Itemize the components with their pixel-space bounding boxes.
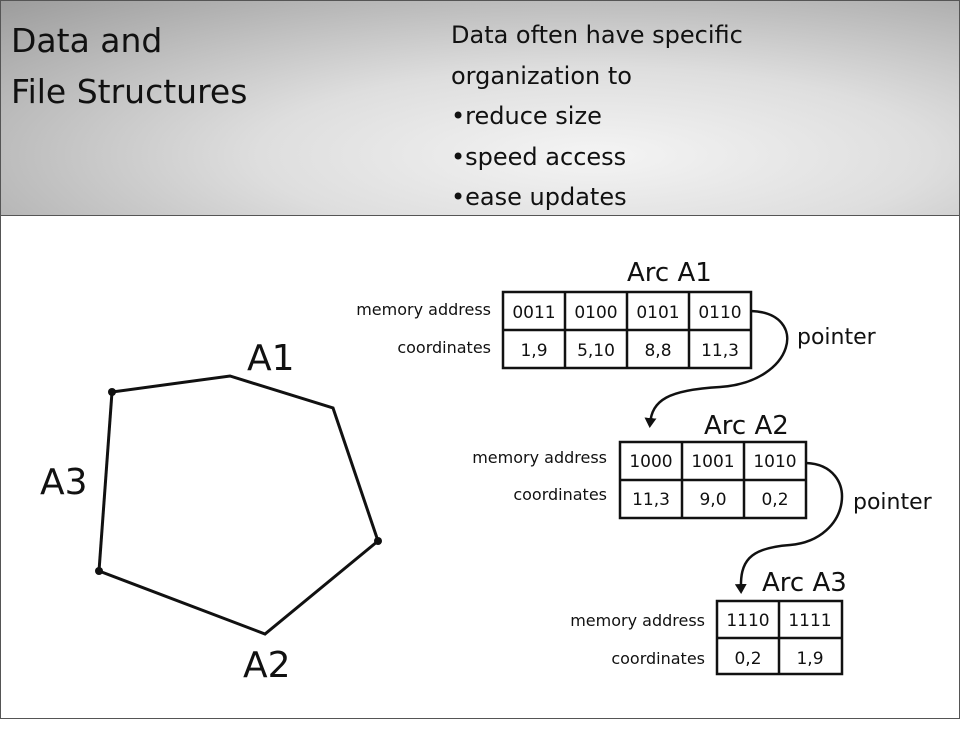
arc-a3-memory-label: memory address	[570, 611, 705, 630]
arc-a2-address-cell: 1001	[691, 452, 734, 472]
arc-a3-address-cell: 1111	[788, 611, 831, 631]
polygon-label-a3: A3	[40, 462, 88, 503]
arc-a2-address-cell: 1000	[629, 452, 672, 472]
title-line-1: Data and	[11, 21, 163, 60]
intro-line-2: organization to	[451, 61, 632, 90]
arc-a3-table	[715, 599, 844, 676]
bullet-reduce-size: •reduce size	[451, 102, 602, 130]
arc-a3-address-cell: 1110	[726, 611, 769, 631]
arc-a1-address-cell: 0011	[512, 303, 555, 323]
slide-title: Data and File Structures	[11, 15, 247, 117]
arc-a1-coords-label: coordinates	[397, 338, 491, 357]
polygon-label-a2: A2	[243, 645, 291, 686]
polygon-label-a1: A1	[247, 338, 295, 379]
bullet-ease-updates: •ease updates	[451, 183, 627, 211]
slide-header: Data and File Structures Data often have…	[0, 0, 960, 216]
arc-a2-coords-label: coordinates	[513, 485, 607, 504]
pointer-label-1: pointer	[797, 325, 877, 350]
diagram-panel	[0, 216, 960, 719]
arc-a2-coord-cell: 11,3	[632, 490, 670, 510]
arc-a2-memory-label: memory address	[472, 448, 607, 467]
arc-a1-coord-cell: 11,3	[701, 341, 739, 361]
arc-a2-coord-cell: 0,2	[761, 490, 788, 510]
pointer-label-2: pointer	[853, 490, 933, 515]
arc-a1-address-cell: 0100	[574, 303, 617, 323]
intro-text: Data often have specific organization to…	[451, 15, 743, 218]
pointer-arrow-1	[644, 309, 789, 428]
intro-line-1: Data often have specific	[451, 21, 743, 49]
node-point	[374, 537, 382, 545]
arc-a2-table	[618, 440, 808, 520]
arc-a3-coord-cell: 1,9	[796, 649, 823, 669]
arc-a3-title: Arc A3	[762, 568, 847, 598]
pointer-arrow-2	[734, 461, 844, 594]
polygon-shape	[97, 374, 380, 636]
title-line-2: File Structures	[11, 72, 248, 111]
arc-a3-coords-label: coordinates	[611, 649, 705, 668]
arc-a1-table	[501, 290, 753, 370]
arc-a1-coord-cell: 5,10	[577, 341, 615, 361]
arc-a1-coord-cell: 1,9	[520, 341, 547, 361]
arc-a1-line	[111, 374, 380, 542]
node-point	[108, 388, 116, 396]
arc-a2-coord-cell: 9,0	[699, 490, 726, 510]
arc-a1-memory-label: memory address	[356, 300, 491, 319]
arc-a2-address-cell: 1010	[753, 452, 796, 472]
arc-a2-line	[98, 539, 379, 636]
arc-a1-coord-cell: 8,8	[644, 341, 671, 361]
arc-a1-address-cell: 0101	[636, 303, 679, 323]
node-point	[95, 567, 103, 575]
arc-a3-coord-cell: 0,2	[734, 649, 761, 669]
bullet-speed-access: •speed access	[451, 142, 627, 171]
arc-a2-title: Arc A2	[704, 411, 789, 441]
arc-a1-title: Arc A1	[627, 258, 712, 288]
arc-a3-line	[97, 391, 114, 572]
arc-a1-address-cell: 0110	[698, 303, 741, 323]
